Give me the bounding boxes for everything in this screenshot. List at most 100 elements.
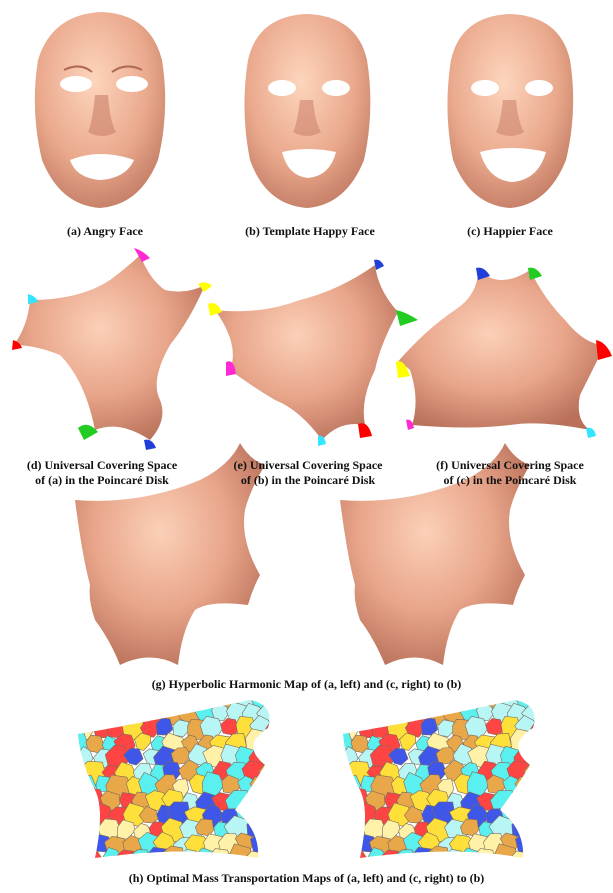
- omt-cell: [61, 691, 79, 708]
- omt-cell: [527, 733, 544, 749]
- omt-cell: [76, 807, 97, 824]
- omt-cell: [66, 817, 92, 841]
- caption-e-line2: of (b) in the Poincaré Disk: [208, 473, 408, 488]
- omt-map-right: [322, 687, 562, 871]
- caption-d-line1: (d) Universal Covering Space: [2, 458, 202, 473]
- omt-cell: [74, 689, 96, 710]
- omt-cell: [279, 819, 297, 837]
- omt-cell: [279, 791, 297, 808]
- caption-b: (b) Template Happy Face: [235, 224, 385, 239]
- omt-cell: [456, 690, 474, 707]
- omt-cell: [57, 805, 82, 828]
- omt-cell: [260, 850, 280, 868]
- caption-h: (h) Optimal Mass Transportation Maps of …: [0, 871, 613, 886]
- omt-cell: [340, 835, 361, 855]
- omt-cell: [532, 750, 551, 769]
- template-happy-face-mesh: [244, 14, 370, 208]
- omt-cell: [103, 705, 120, 723]
- omt-cell: [368, 705, 385, 723]
- omt-cell: [265, 834, 286, 855]
- omt-cell: [261, 789, 282, 812]
- covering-space-d: [12, 248, 212, 450]
- covering-space-f: [395, 268, 612, 438]
- omt-cell: [544, 791, 562, 808]
- omt-cell: [82, 702, 105, 726]
- omt-cell: [382, 705, 400, 723]
- caption-d-line2: of (a) in the Poincaré Disk: [2, 473, 202, 488]
- omt-cell: [75, 776, 96, 795]
- omt-cell: [117, 705, 135, 723]
- omt-cell: [278, 761, 295, 779]
- omt-cell: [247, 819, 267, 837]
- omt-cell: [525, 850, 545, 868]
- omt-cell: [69, 765, 88, 779]
- omt-cell: [333, 792, 354, 814]
- omt-cell: [60, 832, 82, 853]
- omt-cell: [172, 691, 190, 708]
- omt-cell: [154, 690, 176, 714]
- omt-cell: [59, 721, 79, 741]
- omt-cell: [533, 779, 552, 796]
- omt-cell: [530, 834, 551, 855]
- omt-cell: [399, 705, 416, 724]
- omt-cell: [437, 691, 455, 708]
- omt-cell: [322, 805, 347, 828]
- omt-cell: [275, 731, 297, 757]
- omt-cell: [252, 809, 270, 826]
- omt-cell: [349, 851, 368, 870]
- omt-cell: [62, 776, 81, 794]
- omt-cell: [260, 823, 281, 842]
- omt-cell: [68, 792, 89, 814]
- omt-cell: [533, 690, 551, 710]
- omt-cell: [268, 779, 287, 796]
- caption-f: (f) Universal Covering Space of (c) in t…: [410, 458, 610, 488]
- omt-cell: [341, 807, 362, 824]
- omt-cell: [347, 702, 370, 726]
- omt-cell: [325, 745, 346, 765]
- caption-a: (a) Angry Face: [40, 224, 170, 239]
- omt-cell: [92, 692, 112, 710]
- omt-cell: [334, 765, 353, 779]
- omt-cell: [530, 806, 552, 829]
- omt-cell: [357, 692, 377, 710]
- caption-f-line1: (f) Universal Covering Space: [410, 458, 610, 473]
- omt-cell: [388, 690, 409, 712]
- omt-cell: [275, 846, 296, 868]
- omt-cell: [419, 690, 441, 714]
- caption-e-line1: (e) Universal Covering Space: [208, 458, 408, 473]
- happier-face-mesh: [447, 14, 573, 208]
- omt-cell: [525, 823, 546, 842]
- omt-cell: [325, 832, 347, 853]
- omt-cell: [331, 817, 357, 841]
- omt-cell: [446, 849, 464, 869]
- covering-space-e: [208, 260, 418, 446]
- omt-cell: [543, 761, 560, 779]
- omt-cell: [332, 704, 353, 721]
- omt-cell: [75, 835, 96, 855]
- omt-cell: [134, 705, 151, 724]
- omt-cell: [540, 846, 561, 868]
- omt-map-left: [57, 687, 297, 871]
- omt-cell: [274, 707, 296, 725]
- omt-cell: [191, 690, 209, 707]
- caption-e: (e) Universal Covering Space of (b) in t…: [208, 458, 408, 488]
- omt-cell: [265, 806, 287, 829]
- omt-cell: [60, 745, 81, 765]
- omt-cell: [181, 849, 199, 869]
- omt-cell: [123, 690, 144, 712]
- omt-cell: [334, 847, 355, 868]
- omt-cell: [512, 819, 532, 837]
- caption-f-line2: of (c) in the Poincaré Disk: [410, 473, 610, 488]
- omt-cell: [327, 776, 346, 794]
- omt-cell: [262, 733, 279, 749]
- omt-cell: [515, 777, 535, 796]
- omt-cell: [67, 704, 88, 721]
- caption-d: (d) Universal Covering Space of (a) in t…: [2, 458, 202, 488]
- omt-cell: [268, 690, 286, 710]
- omt-cell: [539, 707, 561, 725]
- omt-cell: [517, 809, 535, 826]
- omt-cell: [512, 791, 529, 810]
- caption-c: (c) Happier Face: [450, 224, 570, 239]
- angry-face-mesh: [35, 12, 165, 208]
